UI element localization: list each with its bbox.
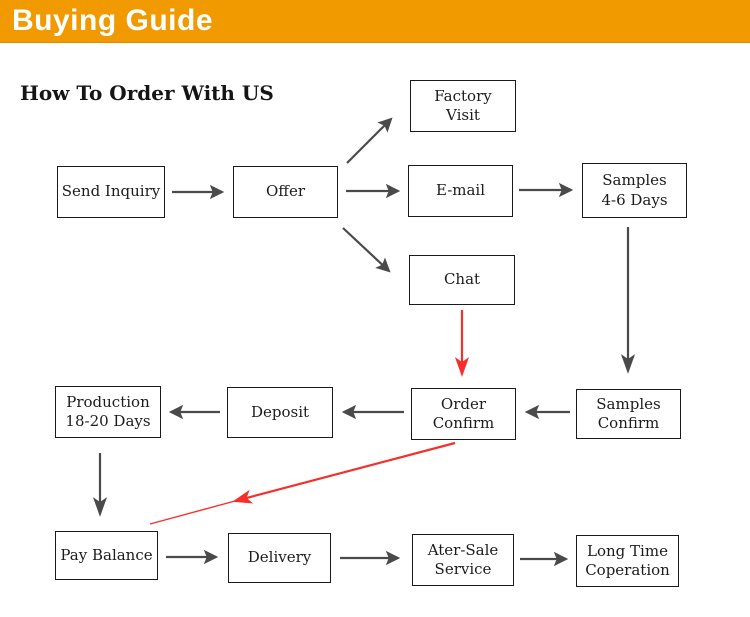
node-deposit: Deposit (227, 387, 333, 438)
node-after-sale-service: Ater-Sale Service (412, 534, 514, 586)
node-order-confirm: Order Confirm (411, 388, 516, 440)
banner: Buying Guide (0, 0, 750, 43)
node-email: E-mail (408, 165, 513, 217)
node-send-inquiry: Send Inquiry (57, 166, 165, 218)
node-chat: Chat (409, 255, 515, 305)
arrow-offer-to-factory-visit (346, 117, 393, 164)
page-heading: How To Order With US (20, 81, 274, 105)
node-samples-confirm: Samples Confirm (576, 389, 681, 439)
node-production-label: Production 18-20 Days (65, 392, 151, 431)
node-email-label: E-mail (435, 181, 486, 200)
node-factory-visit: Factory Visit (410, 80, 516, 132)
node-send-inquiry-label: Send Inquiry (61, 182, 161, 201)
node-samples-confirm-label: Samples Confirm (596, 394, 661, 433)
node-samples-label: Samples 4-6 Days (601, 171, 668, 209)
node-pay-balance: Pay Balance (55, 531, 158, 580)
node-order-confirm-label: Order Confirm (432, 394, 495, 433)
banner-title: Buying Guide (12, 4, 213, 37)
node-after-sale-service-label: Ater-Sale Service (427, 540, 499, 579)
arrow-order-confirm-to-pay-balance (232, 441, 456, 504)
node-long-time-coperation: Long Time Coperation (576, 535, 679, 587)
node-offer-label: Offer (265, 182, 305, 201)
node-chat-label: Chat (443, 270, 481, 289)
arrow-order-confirm-to-pay-balance-tail (149, 500, 236, 525)
node-production: Production 18-20 Days (55, 386, 161, 438)
node-delivery-label: Delivery (247, 548, 312, 567)
node-samples: Samples 4-6 Days (582, 163, 687, 218)
arrow-offer-to-chat (342, 227, 391, 273)
node-factory-visit-label: Factory Visit (434, 86, 492, 125)
node-pay-balance-label: Pay Balance (60, 545, 153, 564)
node-deposit-label: Deposit (250, 402, 310, 421)
node-long-time-coperation-label: Long Time Coperation (585, 541, 670, 580)
node-offer: Offer (233, 166, 338, 218)
node-delivery: Delivery (228, 533, 331, 583)
